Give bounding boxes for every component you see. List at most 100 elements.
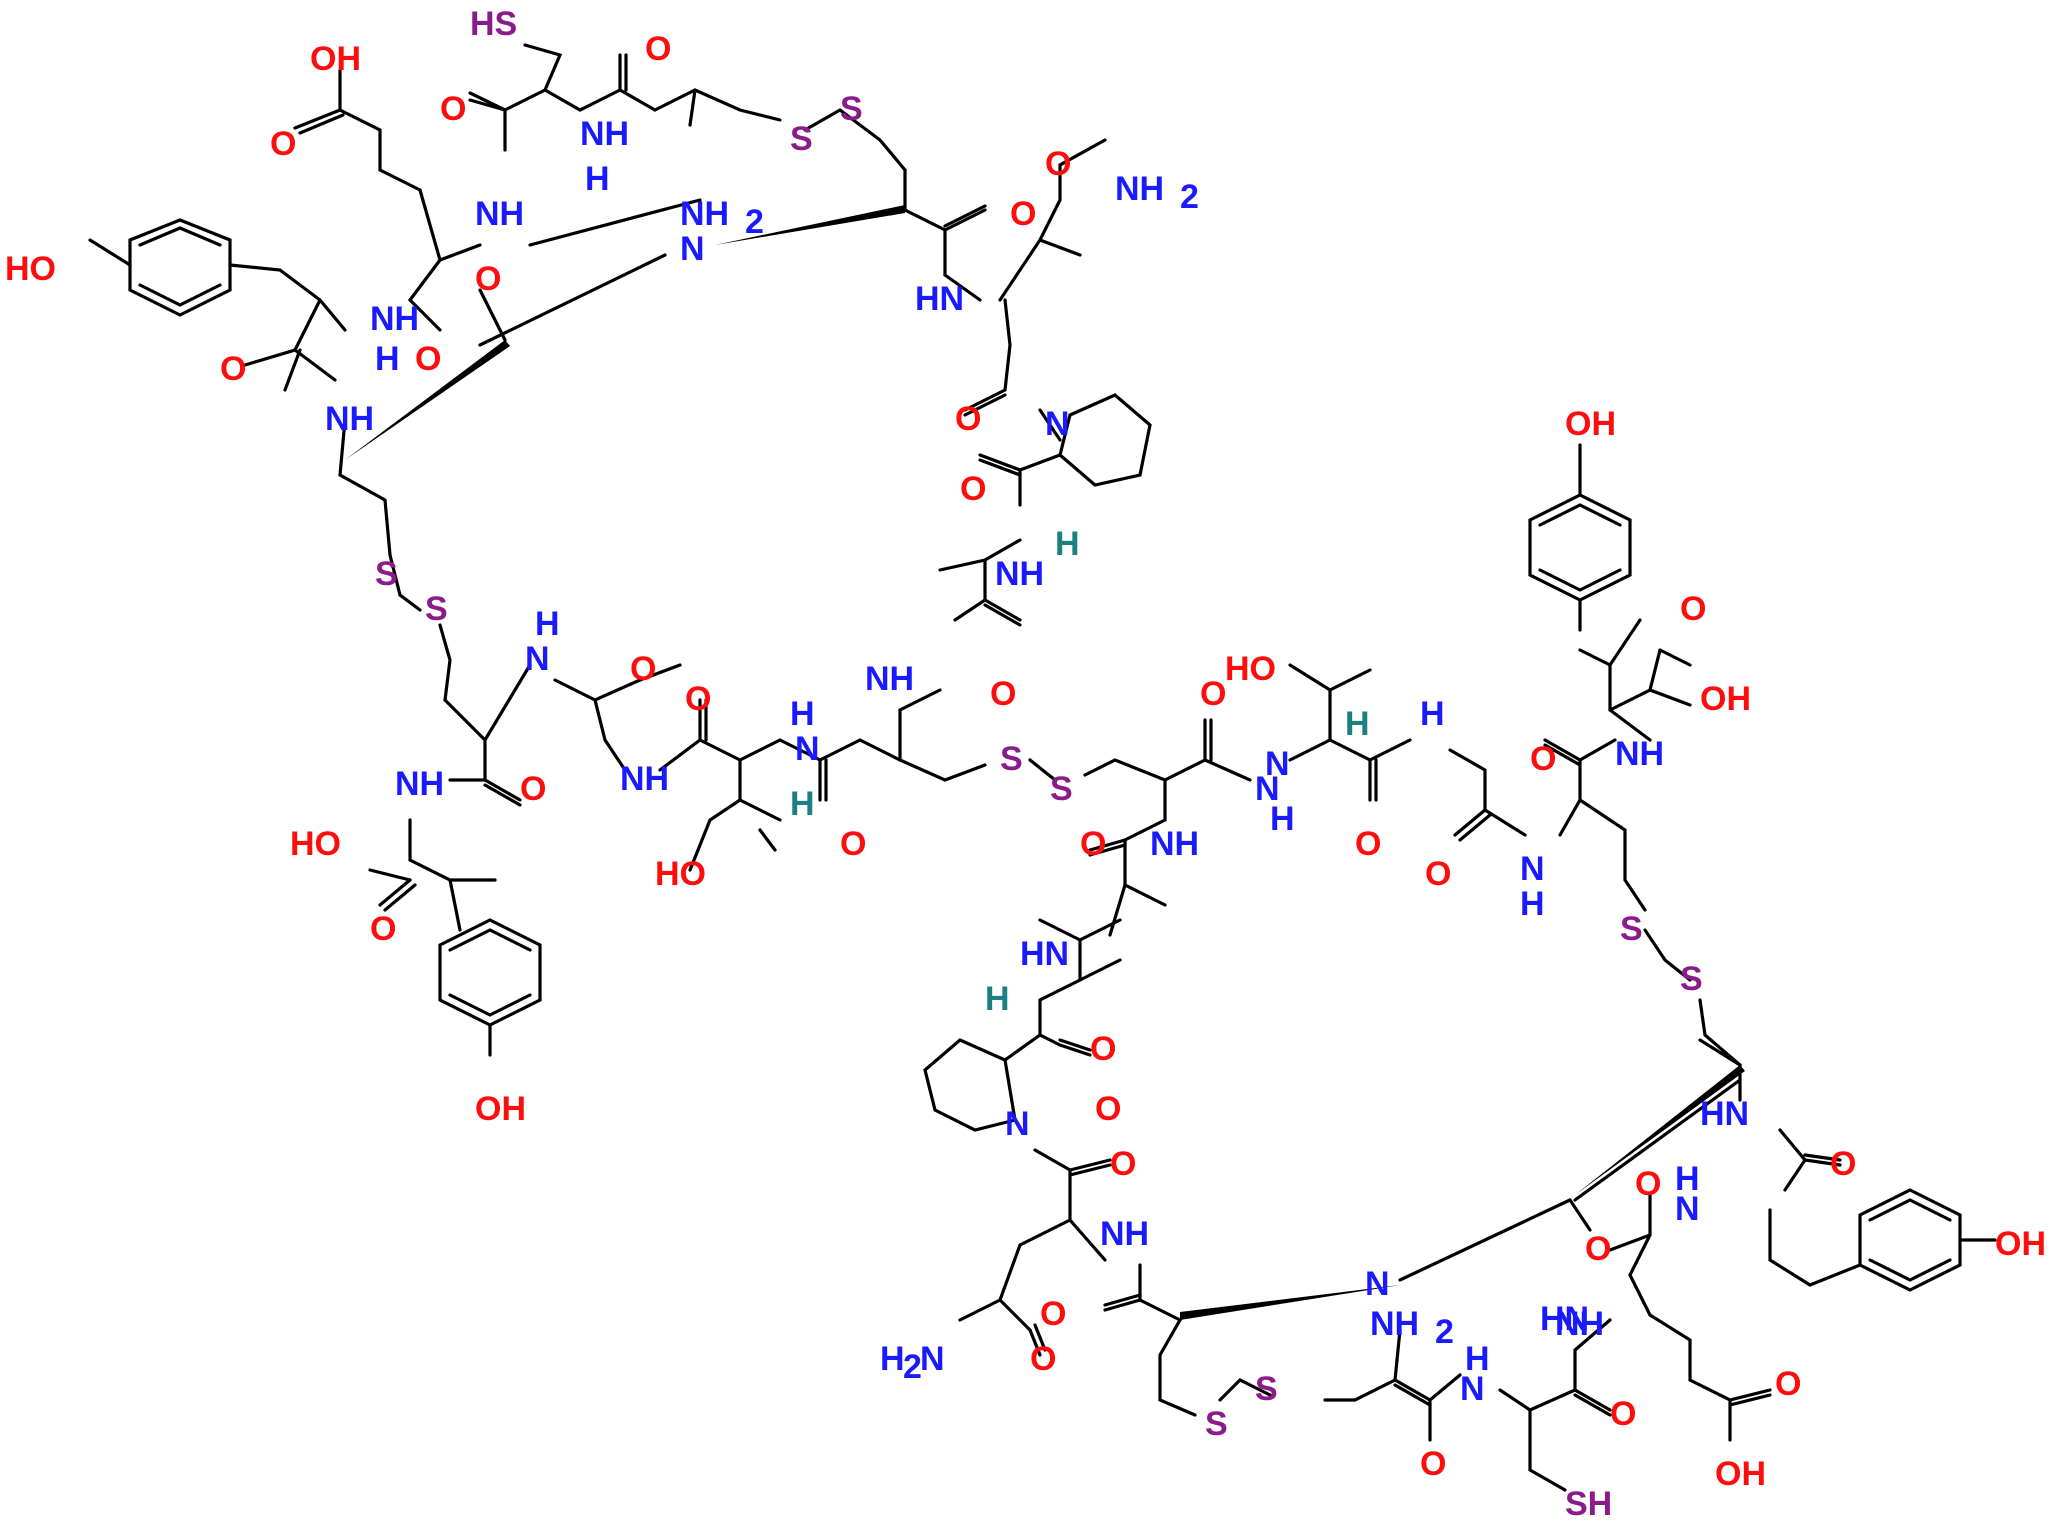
atom-label-nh-asn2: NH [1100,1215,1149,1253]
atom-label-o-cys-top: O [440,90,466,128]
atom-label-n-thr-left: N [795,730,820,768]
atom-label-sh-top: HS [470,5,517,43]
atom-label-nh-cys-top: NH [580,115,629,153]
atom-label-nh-ala-top: NH [995,555,1044,593]
atom-label-o-cys7: O [1610,1395,1636,1433]
atom-label-h2n-asn2: H [880,1340,905,1378]
atom-label-hn-glu3: HN [1540,1300,1589,1338]
atom-label-nh-gly2: NH [620,760,669,798]
atom-label-o-asn2: O [1040,1295,1066,1333]
atom-label-ho-tyr-top: HO [5,250,56,288]
atom-label-o-ala2: O [1090,1030,1116,1068]
atom-label-o-pro4: O [1110,1145,1136,1183]
atom-label-oh-tyr-right: OH [1565,405,1616,443]
atom-label-o-cys4: O [1080,825,1106,863]
atom-label-nh-tyr-top: NH [370,300,419,338]
atom-label-nh-cys3-top: NH [325,400,374,438]
atom-label-nh-glu2: NH [1555,1305,1604,1343]
atom-label-o-thr-mid2: O [1355,825,1381,863]
atom-label-o-tyr3: O [1585,1230,1611,1268]
atom-label-nh-ala-left: NH [865,660,914,698]
atom-label-n-pro-top: N [1045,405,1070,443]
atom-label-h-cys7: H [1465,1340,1490,1378]
atom-label-o-asn-c-top: O [1010,195,1036,233]
atom-label-h-thr2: H [1270,800,1295,838]
atom-label-o-asn-top: O [1045,145,1071,183]
atom-label-o-cys-mid: O [1200,675,1226,713]
atom-label-o-asn3: O [1030,1340,1056,1378]
atom-label-h-tyr-top: H [375,340,400,378]
atom-label-nh-thr-left: H [790,695,815,733]
atom-label-ho-thr-left: HO [655,855,706,893]
atom-label-o-glu-top: O [270,125,296,163]
atom-label-n-ring-top: N [680,230,705,268]
atom-label-s9-bottom: S [1205,1405,1228,1443]
atom-label-sh-bottom: SH [1565,1485,1612,1523]
atom-label-hn-cys-mid: H [1520,885,1545,923]
atom-label-nh2-cys6-sub: 2 [1435,1313,1454,1351]
atom-label-o-gly-top: O [475,260,501,298]
atom-label-hn-gly-left: H [535,605,560,643]
atom-label-s4-left: S [425,590,448,628]
atom-label-h2n-asn2-sub: 2 [903,1348,922,1386]
atom-label-hn-gly-mid: H [1420,695,1445,733]
atom-label-oh-glu-top: OH [310,40,361,78]
atom-label-ho-cooh-left: HO [290,825,341,863]
atom-label-nh2-sub-top: 2 [745,203,764,241]
atom-label-nh-cys4: NH [1150,825,1199,863]
atom-label-h-pro2: H [985,980,1010,1018]
atom-label-n-thr2: N [1265,745,1290,783]
atom-label-nh-cys-left: NH [395,765,444,803]
atom-label-s10-bottom: S [1255,1370,1278,1408]
atom-label-n-pro2: N [1005,1105,1030,1143]
atom-label-o-ala-mid: O [990,675,1016,713]
atom-label-hn-asn-top: HN [915,280,964,318]
atom-label-o-glu3: O [1775,1365,1801,1403]
atom-label-nh2-asn-top: NH [1115,170,1164,208]
bond-lines [88,43,1997,1492]
atom-label-hn-cys5: HN [1700,1095,1749,1133]
atom-label-o-cys6: O [1420,1445,1446,1483]
atom-label-o-pro2-top: O [960,470,986,508]
atom-label-h-thr-mid2: H [1345,705,1370,743]
atom-label-nh2-asn-sub-top: 2 [1180,178,1199,216]
atom-label-o-cys-right: O [1530,740,1556,778]
atom-label-o-cooh-right: O [1680,590,1706,628]
atom-label-nh2-cys6: NH [1370,1305,1419,1343]
atom-label-oh-tyr-bottom: OH [475,1090,526,1128]
atom-label-o-gly-left: O [630,650,656,688]
atom-label-o-gly-mid: O [1425,855,1451,893]
atom-label-h-thr-left: H [790,785,815,823]
atom-label-nh2-top: NH [680,195,729,233]
atom-label-oh-tyr3: OH [1995,1225,2046,1263]
atom-label-o-pro3: O [1095,1090,1121,1128]
atom-label-o-tyr4: O [1635,1165,1661,1203]
atom-label-h-pro-top: H [1055,525,1080,563]
atom-label-nh-cys-mid: N [1520,850,1545,888]
atom-label-hn-tyr2: H [1675,1160,1700,1198]
atom-label-oh-glu3: OH [1715,1455,1766,1493]
atom-label-n-ring2: N [1365,1265,1390,1303]
atom-label-s1-top: S [790,120,813,158]
atom-label-s5-mid: S [1000,740,1023,778]
atom-label-ho-thr-mid: HO [1225,650,1276,688]
atom-label-hn-ala2: HN [1020,935,1069,973]
atom-label-nh-glu-top: NH [475,195,524,233]
atom-label-nh-thr-mid2: N [1255,770,1280,808]
atom-label-h-cys-top: H [585,160,610,198]
wedge-bonds [345,205,1745,1320]
atom-label-s6-mid: S [1050,770,1073,808]
atom-label-oh-cooh-right: OH [1700,680,1751,718]
atom-label-o-cys-left: O [520,770,546,808]
atom-label-n-tyr2: N [1675,1190,1700,1228]
atom-label-n-cys7: N [1460,1370,1485,1408]
atom-label-nh-tyr-right: NH [1615,735,1664,773]
atom-label-o-cys2-top: O [645,30,671,68]
atom-label-h2n-asn2-n: N [920,1340,945,1378]
atom-label-n-gly-left: N [525,640,550,678]
atom-label-s7-right: S [1620,910,1643,948]
atom-label-o-pro-top: O [955,400,981,438]
